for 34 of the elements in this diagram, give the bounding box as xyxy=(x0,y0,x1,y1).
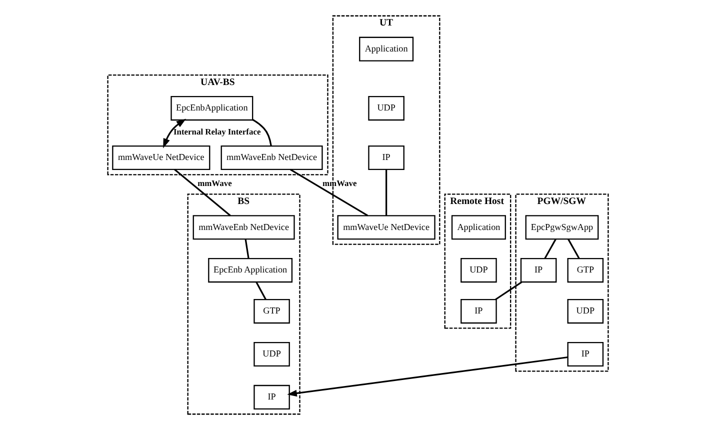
connector xyxy=(290,168,368,216)
node-box: UDP xyxy=(368,96,404,121)
node-box: GTP xyxy=(567,258,604,283)
node-box: UDP xyxy=(254,342,290,367)
node-box: IP xyxy=(567,342,604,367)
connector xyxy=(495,282,522,300)
edge-label: mmWave xyxy=(198,178,232,188)
node-box: mmWaveEnb NetDevice xyxy=(192,215,295,240)
node-box: IP xyxy=(520,258,557,283)
connector xyxy=(174,168,231,216)
node-box: EpcPgwSgwApp xyxy=(525,215,599,240)
node-box: mmWaveUe NetDevice xyxy=(112,145,210,170)
node-box: IP xyxy=(368,145,404,170)
node-box: Application xyxy=(451,215,506,240)
connector xyxy=(568,238,580,259)
node-box: UDP xyxy=(567,299,604,324)
edge-label: Internal Relay Interface xyxy=(174,126,261,137)
node-box: UDP xyxy=(460,258,497,283)
connector xyxy=(386,170,388,216)
node-box: EpcEnb Application xyxy=(208,258,293,283)
arrow xyxy=(287,356,568,397)
connector xyxy=(544,238,556,259)
connector xyxy=(256,282,266,300)
connector xyxy=(252,119,272,146)
edge-label: mmWave xyxy=(322,178,357,188)
node-box: mmWaveEnb NetDevice xyxy=(220,145,323,170)
node-box: mmWaveUe NetDevice xyxy=(337,215,436,240)
node-box: Application xyxy=(359,36,414,62)
arrow xyxy=(163,118,186,148)
connector xyxy=(244,239,250,259)
node-box: IP xyxy=(254,384,290,410)
node-box: GTP xyxy=(254,299,290,324)
node-box: IP xyxy=(460,299,497,324)
node-box: EpcEnbApplication xyxy=(170,96,254,121)
